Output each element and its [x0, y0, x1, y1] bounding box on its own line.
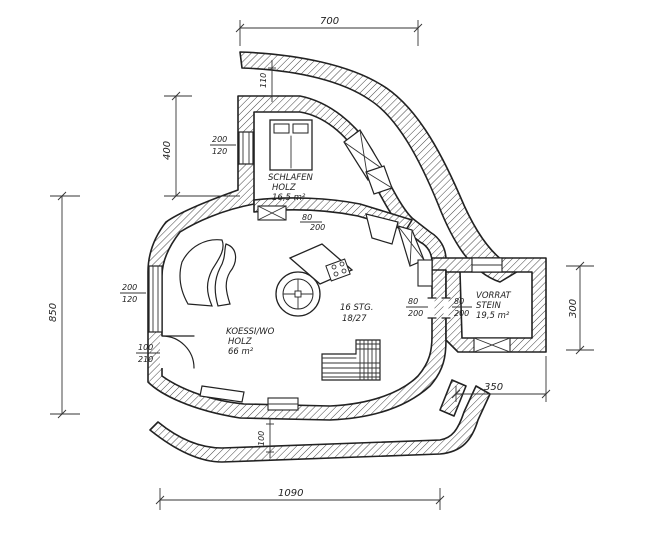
dim-right-height-label: 300: [568, 299, 579, 318]
bedroom-name: SCHLAFEN: [268, 173, 314, 183]
bedroom-door-label: 80 200: [300, 213, 325, 232]
storage-door2-top: 80: [454, 297, 464, 306]
wardrobe: [343, 129, 393, 195]
sideboard: [199, 385, 245, 403]
outer-wall-bottom: [149, 385, 491, 463]
dim-wall-top: 110: [259, 60, 276, 102]
dim-bottom: 1090: [155, 488, 445, 510]
storage-window: [473, 337, 511, 353]
living-name: KOESSI/WO: [226, 327, 275, 337]
door-bottom: 210: [138, 355, 153, 364]
dim-bottom-label: 1090: [278, 488, 303, 499]
stairs-label: 16 STG. 18/27: [340, 303, 373, 324]
living-window-top: 200: [122, 283, 137, 292]
storage-door-left: [427, 297, 437, 319]
bedroom-window-top: 200: [212, 135, 227, 144]
dim-bottom-wall-label: 100: [257, 431, 266, 446]
outer-wall-bottom-right: [439, 379, 467, 417]
dim-right-height: 300: [566, 261, 594, 355]
storage-door1-label: 80 200: [406, 297, 428, 318]
dim-bottom-wall: 100: [257, 418, 274, 458]
bedroom-window-bottom: 120: [212, 147, 227, 156]
door-top: 100: [138, 343, 153, 352]
storage-door2-bottom: 200: [454, 309, 469, 318]
kitchen-counter: [365, 213, 425, 267]
storage-material: STEIN: [476, 301, 501, 311]
living-area: 66 m²: [228, 347, 254, 357]
bedroom-window-label: 200 120: [210, 135, 236, 156]
bedroom-label: SCHLAFEN HOLZ 16,5 m²: [268, 173, 314, 203]
cabinet-right: [417, 259, 433, 287]
entry-door: [160, 335, 195, 369]
bedroom-material: HOLZ: [272, 183, 296, 193]
dim-top-label: 700: [320, 16, 339, 27]
dim-top: 700: [235, 16, 423, 46]
storage-area: 19,5 m²: [476, 311, 510, 321]
dim-left-full-label: 850: [48, 303, 59, 322]
storage-door1-bottom: 200: [408, 309, 423, 318]
dim-left-full: 850: [48, 191, 80, 419]
bedroom-window: [238, 131, 254, 165]
door-label: 100 210: [136, 343, 160, 364]
stove-round: [275, 271, 321, 317]
bedroom-door-top: 80: [302, 213, 312, 222]
storage-label: VORRAT STEIN 19,5 m²: [476, 291, 512, 321]
storage-door-right: [441, 297, 451, 319]
bedroom-wall-window: [257, 205, 287, 221]
living-window: [148, 265, 163, 333]
dim-wall-top-label: 110: [259, 73, 268, 88]
sofa: [179, 239, 237, 307]
storage-window-top: [471, 257, 503, 273]
double-bed: [269, 119, 313, 171]
dim-left-upper: 400: [162, 91, 240, 201]
storage-door1-top: 80: [408, 297, 418, 306]
living-label: KOESSI/WO HOLZ 66 m²: [226, 327, 275, 357]
staircase: [321, 339, 381, 381]
living-material: HOLZ: [228, 337, 252, 347]
living-window-label: 200 120: [120, 283, 146, 304]
dim-right-width-label: 350: [484, 382, 503, 393]
kitchen-block: [288, 243, 354, 285]
storage-door2-label: 80 200: [452, 297, 472, 318]
stairs-ratio: 18/27: [342, 314, 367, 324]
living-window-bottom: 120: [122, 295, 137, 304]
bedroom-area: 16,5 m²: [272, 193, 306, 203]
storage-name: VORRAT: [476, 291, 512, 301]
bedroom-door-bottom: 200: [310, 223, 325, 232]
bottom-window: [267, 397, 299, 411]
stairs-steps: 16 STG.: [340, 303, 373, 313]
outer-wall-top: [239, 51, 521, 283]
dim-right-width: 350: [451, 356, 551, 402]
dim-left-upper-label: 400: [162, 141, 173, 160]
